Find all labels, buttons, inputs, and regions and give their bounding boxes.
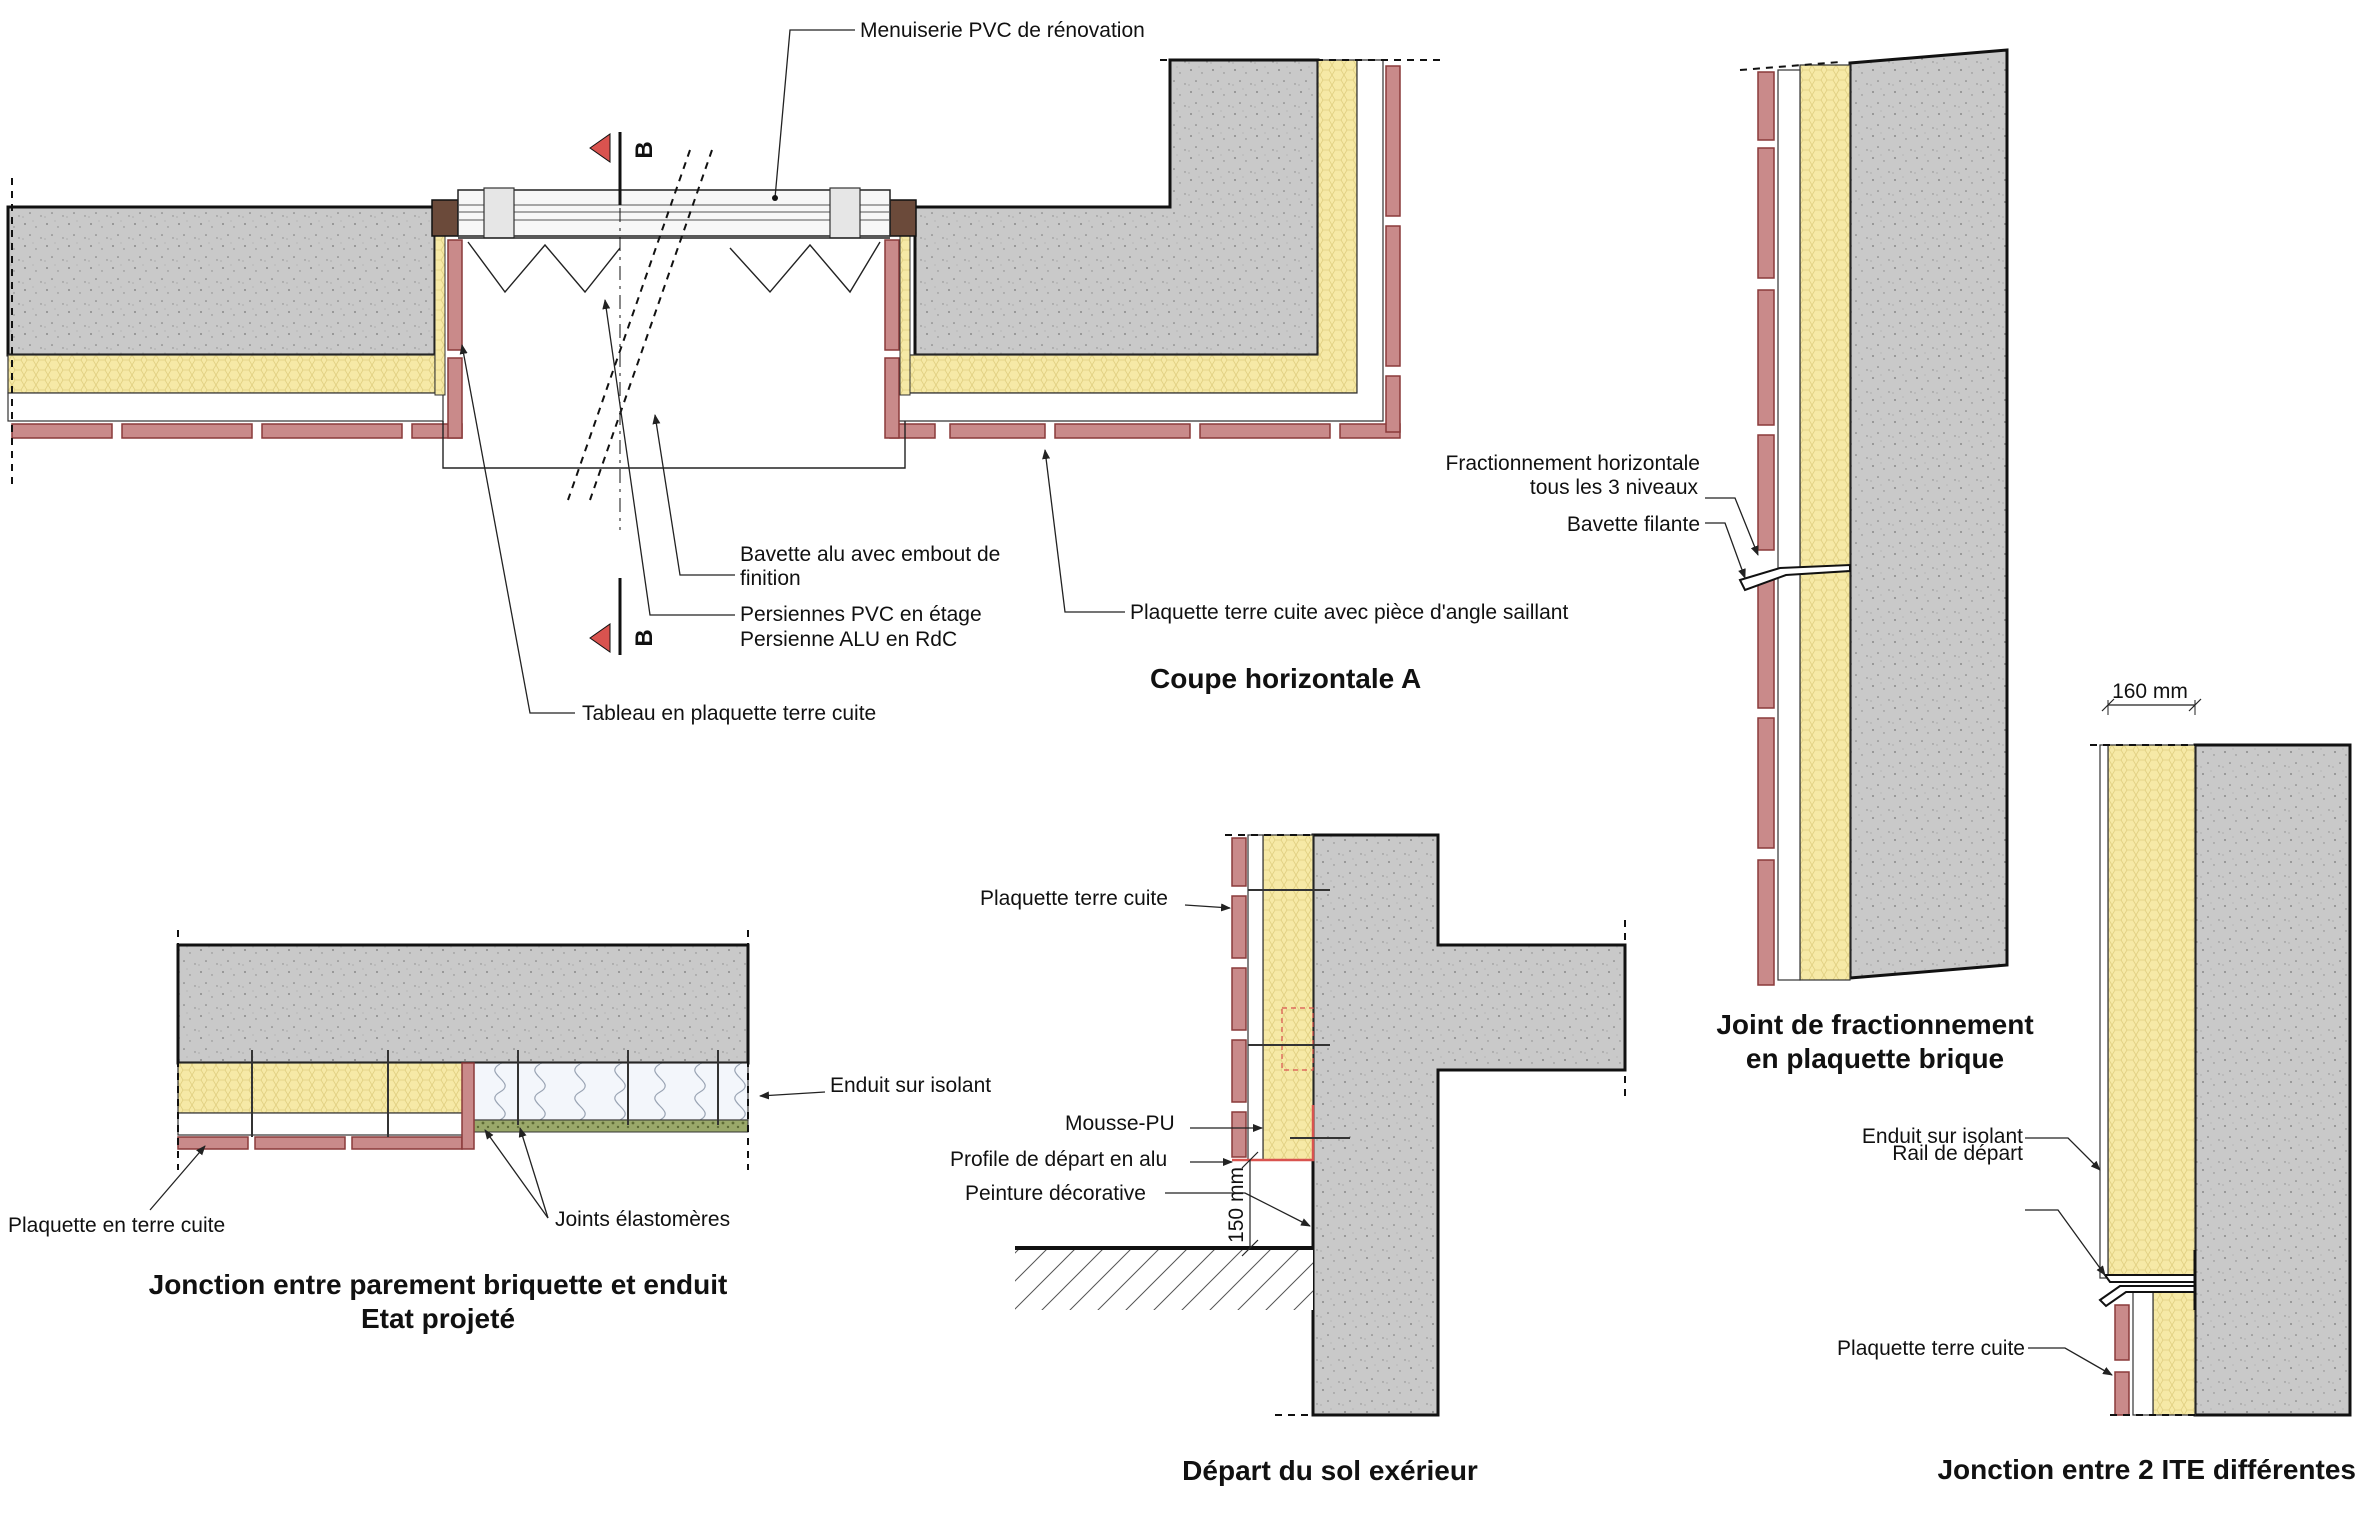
label-two-brick: Plaquette terre cuite: [1837, 1337, 2025, 1360]
two-systems-brick-slips: [2114, 1304, 2130, 1416]
title-two-systems: Jonction entre 2 ITE différentes: [1937, 1454, 2356, 1485]
joint-render-layer: [1777, 69, 1801, 981]
section-marker-top: B: [589, 132, 658, 205]
ground-start-anchors: [1248, 889, 1350, 1139]
opening-outline: [442, 421, 906, 469]
right-concrete-wall: [913, 58, 1320, 357]
leader-corner: [1042, 449, 1125, 613]
label-junction-render: Enduit sur isolant: [830, 1074, 991, 1097]
two-systems-concrete-wall: [2193, 743, 2352, 1417]
label-fractioning-line1: Fractionnement horizontale: [1446, 452, 1700, 475]
leader-junction-joint-a: [484, 1129, 549, 1219]
ground-fill: [1015, 1248, 1313, 1310]
label-drip: Bavette filante: [1567, 513, 1700, 536]
two-systems-upper-insulation: [2107, 744, 2196, 1279]
title-junction-line1: Jonction entre parement briquette et end…: [149, 1269, 728, 1300]
label-two-rail: Rail de départ: [1892, 1142, 2023, 1165]
leader-sill: [652, 414, 735, 576]
junction-brick-render-view: Enduit sur isolant Plaquette en terre cu…: [8, 930, 991, 1334]
ground-start-view: 150 mm Plaquette terre cuite Mousse-PU P…: [950, 833, 1627, 1486]
leader-ground-paint: [1165, 1192, 1311, 1227]
dimension-150-text: 150 mm: [1225, 1167, 1248, 1243]
junction-concrete-wall: [176, 943, 750, 1065]
junction-render-layer: [177, 1112, 469, 1136]
leader-junction-render: [759, 1091, 826, 1100]
label-corner: Plaquette terre cuite avec pièce d'angle…: [1130, 601, 1568, 624]
title-joint-line1: Joint de fractionnement: [1716, 1009, 2033, 1040]
label-two-render: Enduit sur isolant: [1862, 1125, 2023, 1148]
ground-start-insulation: [1262, 834, 1314, 1161]
left-brick-slips: [11, 423, 463, 439]
label-ground-foam: Mousse-PU: [1065, 1112, 1175, 1135]
junction-mineral-wool: [467, 1062, 749, 1121]
horizontal-section-view: B B Menuiserie PVC de rénovation Bavette…: [6, 19, 1568, 725]
leader-two-brick: [2028, 1347, 2113, 1376]
two-systems-lower-render: [2132, 1291, 2154, 1416]
label-shutters-line1: Persiennes PVC en étage: [740, 603, 982, 626]
label-junction-joints: Joints élastomères: [555, 1208, 730, 1231]
label-window: Menuiserie PVC de rénovation: [860, 19, 1145, 42]
junction-brick-slips: [177, 1062, 475, 1150]
leader-reveal: [459, 344, 575, 714]
ground-start-render-layer: [1247, 834, 1264, 1161]
ground-start-concrete-wall: [1311, 833, 1627, 1417]
ground-start-profile: [1232, 1105, 1315, 1162]
section-marker-bottom-letter: B: [631, 629, 658, 646]
right-reveal-brick-slips: [884, 229, 911, 439]
junction-elastomer-strip: [467, 1119, 749, 1133]
junction-anchors: [251, 1050, 719, 1137]
left-insulation: [7, 354, 436, 394]
two-systems-lower-insulation: [2152, 1291, 2196, 1416]
leader-two-render: [2025, 1137, 2101, 1171]
leader-two-rail: [2025, 1209, 2106, 1276]
label-ground-brick: Plaquette terre cuite: [980, 887, 1168, 910]
leader-drip: [1705, 522, 1746, 579]
right-brick-slips: [889, 65, 1401, 439]
label-sill-line2: finition: [740, 567, 801, 590]
left-render-layer: [7, 392, 444, 422]
joint-insulation: [1799, 64, 1851, 981]
leader-junction-joint-b: [518, 1127, 549, 1219]
joint-drip-profile: [1738, 563, 1851, 592]
junction-insulation: [177, 1062, 469, 1114]
section-cut-lines: [567, 149, 713, 530]
label-ground-profile: Profile de départ en alu: [950, 1148, 1167, 1171]
two-systems-upper-render: [2099, 744, 2109, 1279]
section-marker-top-letter: B: [631, 141, 658, 158]
leader-ground-brick: [1184, 903, 1231, 912]
title-ground-start: Départ du sol exérieur: [1182, 1455, 1478, 1486]
title-horizontal-section: Coupe horizontale A: [1150, 663, 1421, 694]
title-joint-line2: en plaquette brique: [1746, 1043, 2004, 1074]
label-sill-line1: Bavette alu avec embout de: [740, 543, 1000, 566]
joint-concrete-wall: [1848, 48, 2009, 980]
title-junction-line2: Etat projeté: [361, 1303, 515, 1334]
folded-shutters: [458, 237, 890, 294]
left-concrete-wall: [6, 205, 437, 357]
label-ground-paint: Peinture décorative: [965, 1182, 1146, 1205]
fractioning-joint-view: Fractionnement horizontale tous les 3 ni…: [1446, 48, 2034, 1074]
leader-window: [774, 29, 855, 199]
ground-start-brick-slips: [1231, 837, 1247, 1158]
label-fractioning-line2: tous les 3 niveaux: [1530, 476, 1699, 499]
label-shutters-line2: Persienne ALU en RdC: [740, 628, 957, 651]
dimension-150: 150 mm: [1225, 1151, 1259, 1257]
pvc-window-frame: [431, 187, 917, 239]
leader-shutters: [602, 299, 735, 616]
dimension-160-text: 160 mm: [2112, 680, 2188, 703]
two-systems-rail-and-drip: [2098, 1250, 2197, 1310]
label-junction-brick: Plaquette en terre cuite: [8, 1214, 225, 1237]
dimension-160: 160 mm: [2101, 680, 2202, 715]
label-reveal: Tableau en plaquette terre cuite: [582, 702, 876, 725]
leader-junction-brick: [149, 1145, 206, 1211]
leader-fractioning: [1705, 497, 1759, 556]
ground-start-foam-zone: [1281, 1007, 1314, 1071]
section-marker-bottom: B: [589, 578, 658, 655]
two-systems-view: 160 mm Enduit sur isolant Rail de départ…: [1837, 680, 2356, 1485]
joint-break-line-top: [1739, 61, 1841, 71]
joint-brick-slips: [1757, 71, 1775, 986]
